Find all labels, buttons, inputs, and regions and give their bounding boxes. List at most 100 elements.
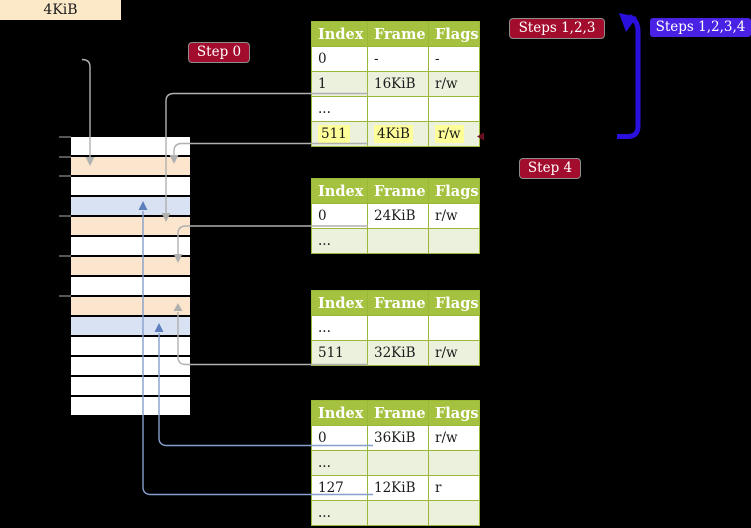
page-table-2: Index Frame Flags 0 24KiB r/w ... bbox=[311, 178, 480, 254]
memory-row bbox=[71, 336, 190, 356]
cell: 16KiB bbox=[367, 71, 429, 97]
cell bbox=[367, 228, 429, 254]
column-header-index: Index bbox=[311, 290, 368, 316]
tick-mark bbox=[59, 156, 71, 158]
column-header-index: Index bbox=[311, 400, 368, 426]
table-header-row: Index Frame Flags bbox=[311, 21, 480, 47]
column-header-flags: Flags bbox=[428, 178, 480, 204]
cell: 511 bbox=[311, 340, 368, 366]
cell: ... bbox=[311, 500, 368, 526]
cell bbox=[428, 450, 480, 476]
column-header-frame: Frame bbox=[367, 400, 429, 426]
table-row: ... bbox=[311, 96, 480, 122]
step4-badge: Step 4 bbox=[519, 158, 581, 179]
cell: - bbox=[428, 46, 480, 72]
cell: 1 bbox=[311, 71, 368, 97]
memory-row bbox=[71, 356, 190, 376]
memory-row bbox=[71, 276, 190, 296]
cell: 0 bbox=[311, 203, 368, 229]
cell: ... bbox=[311, 315, 368, 341]
steps123-badge: Steps 1,2,3 bbox=[509, 18, 605, 39]
column-header-flags: Flags bbox=[428, 290, 480, 316]
cell: 32KiB bbox=[367, 340, 429, 366]
steps1234-label: Steps 1,2,3,4 bbox=[655, 19, 746, 35]
table-row: ... bbox=[311, 500, 480, 526]
cell: ... bbox=[311, 96, 368, 122]
cell bbox=[428, 228, 480, 254]
cell bbox=[367, 500, 429, 526]
table-row-highlighted: 511 4KiB r/w bbox=[311, 121, 480, 147]
table-row: 0 24KiB r/w bbox=[311, 203, 480, 229]
cell: 4KiB bbox=[367, 121, 429, 147]
column-header-index: Index bbox=[311, 178, 368, 204]
memory-row bbox=[71, 156, 190, 176]
cell: 36KiB bbox=[367, 425, 429, 451]
highlighted-value: r/w bbox=[435, 125, 464, 143]
memory-row bbox=[71, 376, 190, 396]
cell bbox=[367, 315, 429, 341]
arrow-up-left-icon bbox=[619, 13, 637, 32]
cell bbox=[428, 500, 480, 526]
step0-label: Step 0 bbox=[196, 44, 242, 60]
table-row: 1 16KiB r/w bbox=[311, 71, 480, 97]
cell: 0 bbox=[311, 425, 368, 451]
memory-row bbox=[71, 256, 190, 276]
steps-loop-arrow bbox=[617, 14, 641, 139]
highlighted-value: 511 bbox=[318, 125, 350, 143]
frame-size-text: 4KiB bbox=[43, 2, 78, 18]
cell bbox=[367, 450, 429, 476]
memory-row bbox=[71, 396, 190, 416]
table-row: ... bbox=[311, 315, 480, 341]
cell: 511 bbox=[311, 121, 368, 147]
memory-row bbox=[71, 296, 190, 316]
table-header-row: Index Frame Flags bbox=[311, 178, 480, 204]
cell: r/w bbox=[428, 340, 480, 366]
table-header-row: Index Frame Flags bbox=[311, 400, 480, 426]
cell: r/w bbox=[428, 121, 480, 147]
page-table-1: Index Frame Flags 0 - - 1 16KiB r/w ... … bbox=[311, 21, 480, 147]
table-row: 127 12KiB r bbox=[311, 475, 480, 501]
memory-row bbox=[71, 137, 190, 156]
table-row: 0 36KiB r/w bbox=[311, 425, 480, 451]
step0-badge: Step 0 bbox=[188, 42, 250, 63]
column-header-frame: Frame bbox=[367, 178, 429, 204]
frame-size-label: 4KiB bbox=[0, 0, 121, 20]
cell: 0 bbox=[311, 46, 368, 72]
memory-row bbox=[71, 316, 190, 336]
table-row: ... bbox=[311, 228, 480, 254]
step4-label: Step 4 bbox=[527, 160, 573, 176]
table-row: 0 - - bbox=[311, 46, 480, 72]
cell: ... bbox=[311, 450, 368, 476]
memory-row bbox=[71, 196, 190, 216]
tick-mark bbox=[59, 295, 71, 297]
cell: - bbox=[367, 46, 429, 72]
memory-column bbox=[71, 137, 190, 416]
page-table-3: Index Frame Flags ... 511 32KiB r/w bbox=[311, 290, 480, 366]
page-table-4: Index Frame Flags 0 36KiB r/w ... 127 12… bbox=[311, 400, 480, 526]
highlighted-value: 4KiB bbox=[374, 125, 413, 143]
memory-row bbox=[71, 236, 190, 256]
column-header-flags: Flags bbox=[428, 400, 480, 426]
cell bbox=[367, 96, 429, 122]
steps1234-badge: Steps 1,2,3,4 bbox=[650, 18, 751, 37]
table-header-row: Index Frame Flags bbox=[311, 290, 480, 316]
cell: r bbox=[428, 475, 480, 501]
cell bbox=[428, 96, 480, 122]
cell: r/w bbox=[428, 203, 480, 229]
cell: 12KiB bbox=[367, 475, 429, 501]
column-header-frame: Frame bbox=[367, 21, 429, 47]
steps123-label: Steps 1,2,3 bbox=[518, 20, 596, 36]
cell: r/w bbox=[428, 71, 480, 97]
column-header-flags: Flags bbox=[428, 21, 480, 47]
cell: 24KiB bbox=[367, 203, 429, 229]
column-header-frame: Frame bbox=[367, 290, 429, 316]
tick-mark bbox=[59, 215, 71, 217]
memory-row bbox=[71, 176, 190, 196]
cell: ... bbox=[311, 228, 368, 254]
cell: 127 bbox=[311, 475, 368, 501]
cell: r/w bbox=[428, 425, 480, 451]
tick-mark bbox=[59, 136, 71, 138]
memory-row bbox=[71, 216, 190, 236]
cell bbox=[428, 315, 480, 341]
